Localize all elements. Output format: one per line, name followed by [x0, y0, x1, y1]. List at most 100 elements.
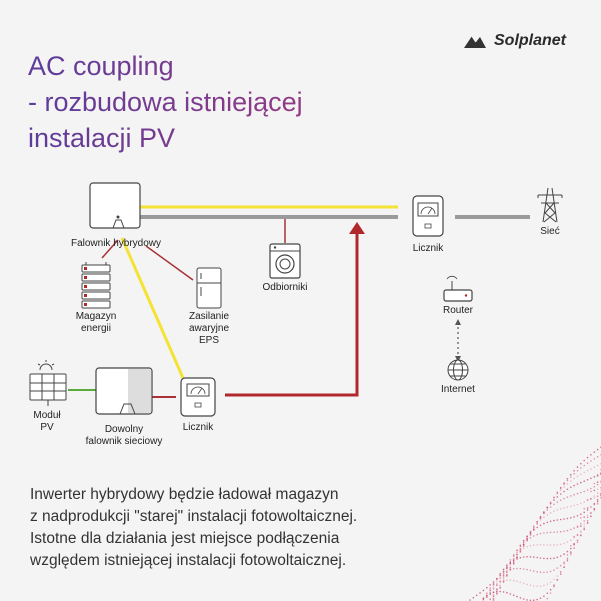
- wave-dot: [576, 475, 579, 478]
- wave-dot: [492, 588, 495, 590]
- wave-dot: [556, 575, 559, 577]
- wave-dot: [576, 483, 579, 485]
- wave-dot: [576, 492, 579, 495]
- wave-dot: [573, 477, 575, 480]
- wave-dot: [583, 527, 585, 530]
- wave-dot: [536, 533, 538, 536]
- wave-dot: [522, 547, 525, 550]
- wave-dot: [522, 545, 525, 547]
- wave-dot: [586, 507, 589, 509]
- wave-dot: [580, 531, 582, 534]
- wave-dot: [576, 539, 579, 542]
- wave-dot: [519, 549, 522, 552]
- wave-dot: [549, 531, 552, 534]
- fridge-icon: [196, 267, 222, 309]
- wave-dot: [559, 493, 562, 495]
- wave-dot: [573, 493, 575, 496]
- grid-inverter-label-line-2: falownik sieciowy: [85, 436, 163, 447]
- wave-dot: [553, 557, 555, 559]
- wave-dot: [570, 473, 572, 476]
- wave-dot: [549, 592, 552, 594]
- wave-dot: [593, 503, 596, 506]
- wave-dot: [576, 515, 579, 517]
- wave-dot: [559, 530, 562, 533]
- wave-dot: [566, 541, 569, 543]
- wave-dot: [590, 515, 592, 518]
- wave-dot: [586, 520, 589, 522]
- wave-dot: [509, 568, 512, 571]
- wave-dot: [570, 545, 572, 547]
- wave-dot: [566, 529, 569, 532]
- wave-dot: [512, 559, 515, 562]
- wave-dot: [559, 564, 562, 567]
- brand-name: Solplanet: [494, 32, 567, 49]
- wave-dot: [533, 526, 535, 528]
- wave-dot: [529, 584, 532, 587]
- wave-dot: [559, 499, 562, 502]
- wave-dot: [506, 579, 508, 581]
- wave-dot: [543, 557, 545, 560]
- wave-dot: [559, 487, 562, 490]
- wave-dot: [580, 481, 582, 484]
- wave-dot: [529, 537, 532, 539]
- wave-dot: [533, 529, 535, 531]
- wave-dot: [509, 559, 512, 561]
- wave-dot: [553, 497, 555, 499]
- wave-dot: [546, 506, 549, 509]
- wave-dot: [553, 519, 555, 522]
- wave-dot: [516, 549, 518, 552]
- wave-dot: [559, 555, 562, 557]
- wave-dot: [482, 596, 485, 599]
- wave-dot: [573, 470, 575, 472]
- title-line-2: - rozbudowa istniejącej: [28, 84, 408, 120]
- wave-dot: [563, 530, 565, 533]
- wave-dot: [509, 564, 512, 566]
- hybrid-inverter-label: Falownik hybrydowy: [70, 238, 162, 249]
- wave-dot: [583, 501, 585, 503]
- wave-dot: [566, 483, 569, 485]
- wave-dot: [502, 572, 505, 574]
- wave-dot: [583, 459, 585, 462]
- wave-dot: [596, 503, 599, 505]
- wave-dot: [546, 592, 549, 595]
- red-link-battery: [101, 239, 119, 259]
- wave-dot: [559, 543, 562, 546]
- wave-dot: [492, 598, 495, 601]
- wave-dot: [546, 583, 549, 585]
- wave-dot: [580, 502, 582, 505]
- wave-dot: [559, 489, 562, 492]
- wave-dot: [576, 466, 579, 468]
- wave-dot: [559, 573, 562, 575]
- battery-storage-icon: [81, 262, 111, 309]
- wave-dot: [506, 573, 508, 576]
- wave-dot: [556, 531, 559, 533]
- wave-dot: [580, 462, 582, 465]
- wave-dot: [472, 596, 475, 599]
- wave-dot: [536, 544, 538, 546]
- wave-dot: [482, 598, 485, 600]
- description-line-1: Inwerter hybrydowy będzie ładował magazy…: [30, 486, 339, 503]
- wave-dot: [566, 560, 569, 562]
- wave-dot: [566, 478, 569, 480]
- wave-dot: [489, 589, 492, 592]
- wave-dot: [593, 482, 596, 485]
- wave-dot: [506, 570, 508, 572]
- wave-dot: [580, 473, 582, 476]
- wave-dot: [502, 591, 505, 593]
- wave-dot: [590, 460, 592, 462]
- wave-dot: [570, 551, 572, 553]
- wave-dot: [593, 485, 596, 488]
- wave-dot: [519, 581, 522, 584]
- wave-dot: [546, 509, 549, 511]
- wave-dot: [543, 516, 545, 518]
- red-feed-line: [225, 230, 359, 397]
- wave-dot: [563, 566, 565, 569]
- wave-dot: [496, 584, 498, 586]
- wave-dot: [526, 539, 528, 541]
- wave-dot: [580, 517, 582, 519]
- wave-dot: [479, 592, 481, 594]
- energy-meter-icon-bottom: [180, 377, 216, 417]
- wave-dot: [563, 486, 565, 488]
- wave-dot: [486, 592, 488, 594]
- wave-dot: [492, 585, 495, 587]
